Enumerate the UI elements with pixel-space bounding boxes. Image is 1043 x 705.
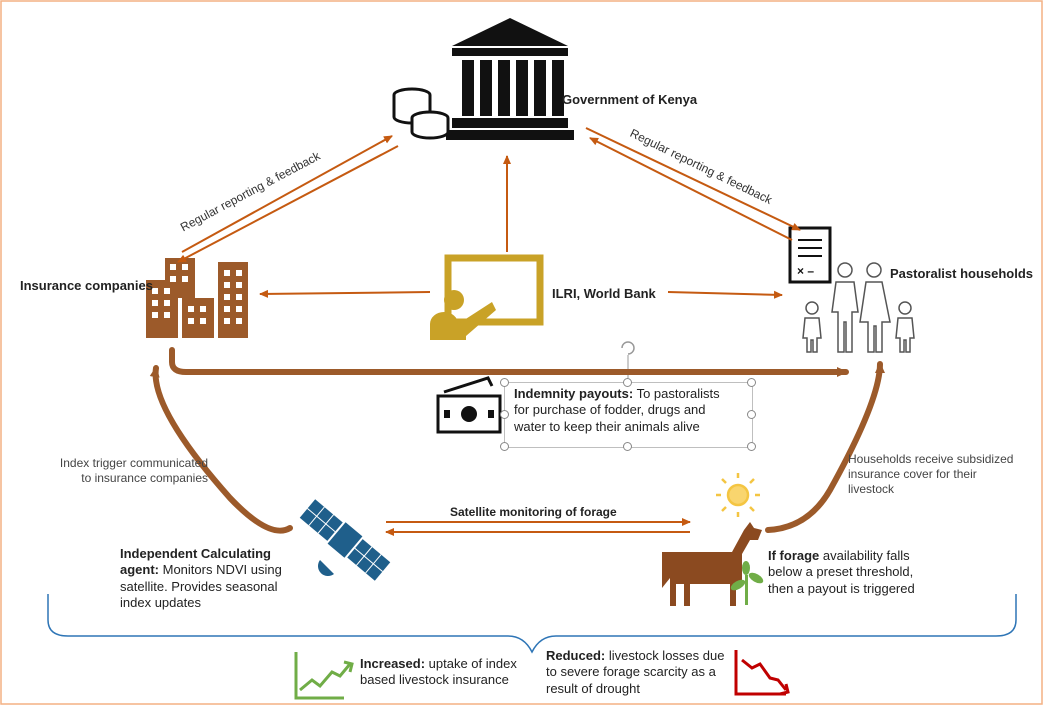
- svg-text:× –: × –: [797, 264, 814, 278]
- reduced-line1: livestock losses due: [605, 648, 725, 663]
- resize-handle[interactable]: [500, 442, 509, 451]
- indemnity-line1: To pastoralists: [633, 386, 720, 401]
- agent-line1: Monitors NDVI using: [159, 562, 282, 578]
- insurance-label: Insurance companies: [20, 278, 153, 293]
- forage-title: If forage: [768, 548, 820, 563]
- presenter-board-icon: [430, 254, 544, 340]
- government-building-icon: [446, 18, 574, 140]
- reduced-line3: result of drought: [546, 680, 640, 696]
- resize-handle[interactable]: [500, 410, 509, 419]
- ilri-label: ILRI, World Bank: [552, 286, 656, 301]
- money-icon: [436, 376, 502, 434]
- forage-text: If forage availability falls below a pre…: [768, 548, 915, 597]
- resize-handle[interactable]: [623, 378, 632, 387]
- payout-arrows: [149, 347, 885, 534]
- resize-handle[interactable]: [747, 442, 756, 451]
- reduced-title: Reduced:: [546, 648, 606, 663]
- document-icon: × –: [788, 226, 832, 284]
- forage-line1: availability falls: [819, 548, 910, 563]
- outcome-brace: [47, 594, 1017, 654]
- sun-icon: [716, 473, 760, 517]
- government-label: Government of Kenya: [562, 92, 698, 107]
- forage-line3: then a payout is triggered: [768, 580, 915, 596]
- subsidy-line2: insurance cover for their: [848, 467, 977, 481]
- agent-title2: agent:: [120, 562, 159, 578]
- increased-text: Increased: uptake of index based livesto…: [360, 656, 517, 689]
- satellite-icon: [299, 499, 391, 581]
- agent-line2: satellite. Provides seasonal: [120, 578, 278, 594]
- indemnity-line2: for purchase of fodder, drugs and: [514, 402, 706, 418]
- insurance-buildings-icon: [146, 258, 248, 338]
- increased-title: Increased:: [360, 656, 426, 671]
- forage-line2: below a preset threshold,: [768, 564, 914, 580]
- family-icon: [802, 262, 915, 353]
- increased-line1: uptake of index: [425, 656, 517, 671]
- livestock-icon: [662, 522, 762, 606]
- reduced-text: Reduced: livestock losses due to severe …: [546, 648, 724, 697]
- subsidy-line3: livestock: [848, 482, 895, 496]
- index-trigger-line1: Index trigger communicated: [59, 456, 208, 470]
- plant-icon: [730, 561, 764, 605]
- resize-handle[interactable]: [747, 410, 756, 419]
- increase-trend-icon: [294, 652, 354, 700]
- increased-line2: based livestock insurance: [360, 672, 509, 688]
- indemnity-text[interactable]: Indemnity payouts: To pastoralists for p…: [514, 386, 720, 435]
- subsidy-text: Households receive subsidized insurance …: [848, 452, 1013, 497]
- index-trigger-text: Index trigger communicated to insurance …: [48, 456, 208, 486]
- coins-icon: [392, 87, 450, 140]
- resize-handle[interactable]: [500, 378, 509, 387]
- relationship-arrows: [177, 127, 801, 536]
- indemnity-title: Indemnity payouts:: [514, 386, 634, 401]
- satellite-monitoring-label: Satellite monitoring of forage: [450, 505, 617, 519]
- resize-handle[interactable]: [623, 442, 632, 451]
- indemnity-line3: water to keep their animals alive: [514, 418, 700, 434]
- agent-text: Independent Calculating agent: Monitors …: [120, 546, 282, 611]
- subsidy-line1: Households receive subsidized: [848, 452, 1014, 466]
- agent-line3: index updates: [120, 594, 201, 610]
- reduced-line2: to severe forage scarcity as a: [546, 664, 716, 680]
- index-trigger-line2: to insurance companies: [81, 471, 208, 485]
- decrease-trend-icon: [734, 650, 790, 696]
- resize-handle[interactable]: [747, 378, 756, 387]
- agent-title: Independent Calculating: [120, 546, 271, 561]
- households-label: Pastoralist households: [890, 266, 1034, 281]
